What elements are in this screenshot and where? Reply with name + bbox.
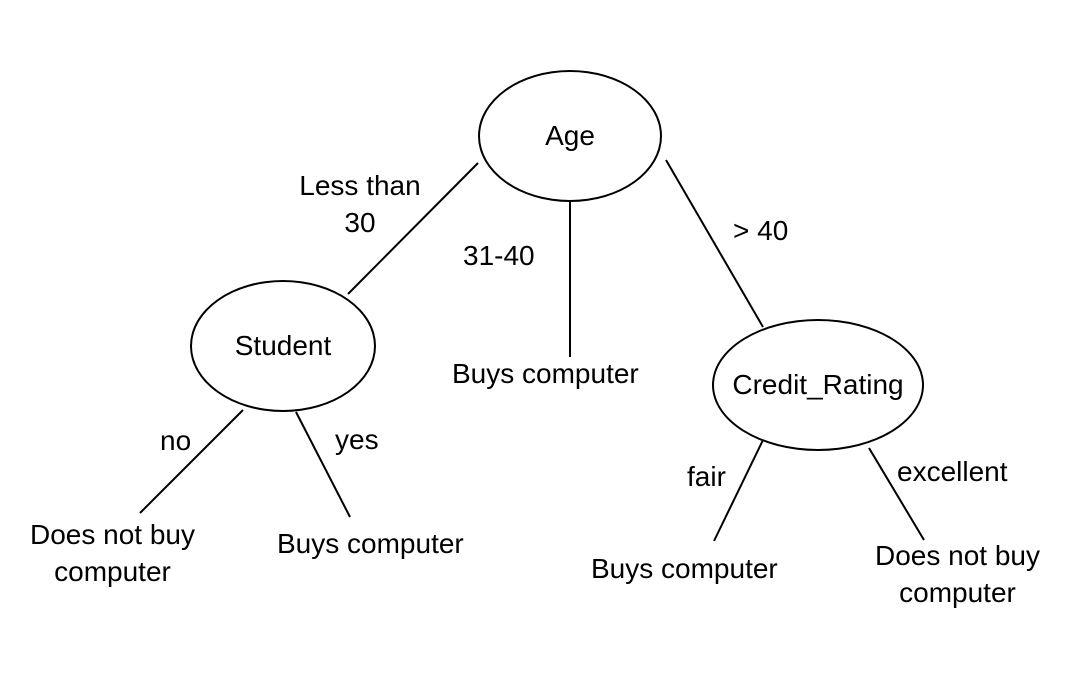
edge-age-credit-rating xyxy=(665,159,764,328)
edge-age-student xyxy=(347,162,479,295)
leaf-credit-excellent-line2: computer xyxy=(899,577,1016,608)
branch-label-yes: yes xyxy=(335,424,379,455)
edge-credit-fair xyxy=(713,439,764,542)
node-student: Student xyxy=(190,280,376,412)
branch-label-less-than-30-line1: Less than xyxy=(299,170,421,201)
edge-credit-excellent xyxy=(868,447,925,541)
leaf-age-31-40: Buys computer xyxy=(452,358,639,389)
leaf-credit-fair: Buys computer xyxy=(591,553,778,584)
node-credit-rating: Credit_Rating xyxy=(712,319,924,451)
branch-label-less-than-30: Less than 30 xyxy=(280,167,440,241)
leaf-credit-excellent: Does not buy computer xyxy=(855,537,1060,611)
branch-label-over-40: > 40 xyxy=(733,215,789,246)
branch-label-31-40: 31-40 xyxy=(463,240,535,271)
leaf-student-no: Does not buy computer xyxy=(10,516,215,590)
edge-student-yes xyxy=(295,411,351,518)
branch-label-fair: fair xyxy=(687,461,726,492)
branch-label-no: no xyxy=(160,425,192,456)
leaf-student-no-line1: Does not buy xyxy=(30,519,195,550)
leaf-student-yes: Buys computer xyxy=(277,528,464,559)
branch-label-less-than-30-line2: 30 xyxy=(344,207,376,238)
node-age-label: Age xyxy=(545,120,595,151)
leaf-credit-excellent-line1: Does not buy xyxy=(875,540,1040,571)
node-student-label: Student xyxy=(234,330,332,361)
leaf-student-no-line2: computer xyxy=(54,556,171,587)
branch-label-excellent: excellent xyxy=(897,456,1008,487)
edge-student-no xyxy=(139,409,244,514)
node-credit-rating-label: Credit_Rating xyxy=(732,369,904,400)
node-age: Age xyxy=(478,70,662,202)
